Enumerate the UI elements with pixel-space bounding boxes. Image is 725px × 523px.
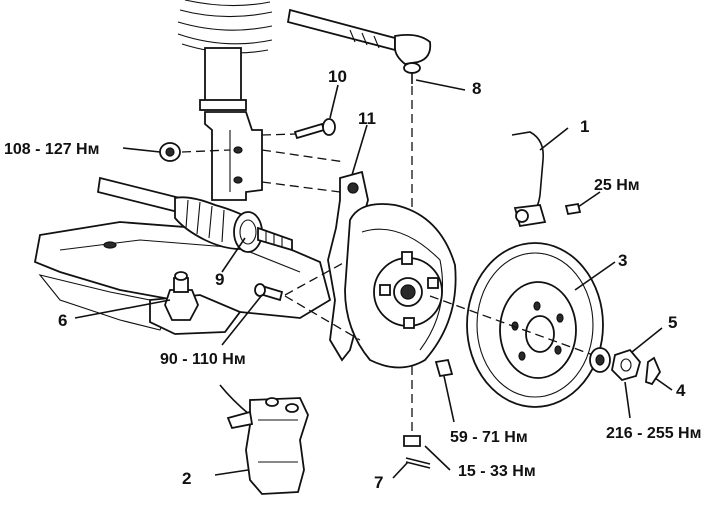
tie-rod (286, 8, 432, 84)
strut-spring-assembly (177, 0, 273, 201)
hub-and-dust-shield (344, 203, 457, 369)
callout-7: 7 (374, 473, 383, 492)
torque-caliper-bolt: 90 - 110 Нм (160, 351, 246, 368)
callout-5: 5 (668, 313, 677, 332)
torque-hub-nut: 216 - 255 Нм (606, 425, 701, 442)
torque-knuckle-nut: 59 - 71 Нм (450, 429, 528, 446)
abs-sensor (511, 131, 582, 228)
ball-joint (164, 271, 199, 321)
callout-2: 2 (182, 469, 191, 488)
callout-11: 11 (358, 109, 376, 128)
strut-bolt (293, 118, 336, 140)
callout-8: 8 (472, 79, 481, 98)
brake-caliper (219, 384, 309, 495)
leader-lines (74, 79, 673, 479)
callout-1: 1 (580, 117, 589, 136)
callout-4: 4 (676, 381, 686, 400)
hub-nut-assembly (589, 347, 662, 386)
drive-shaft (96, 176, 293, 253)
torque-tie-rod-nut: 15 - 33 Нм (458, 463, 536, 480)
callout-3: 3 (618, 251, 627, 270)
torque-abs-bolt: 25 Нм (594, 177, 640, 194)
callout-10: 10 (328, 67, 347, 86)
callout-9: 9 (215, 270, 224, 289)
callout-6: 6 (58, 311, 67, 330)
knuckle-nut (434, 358, 454, 378)
strut-nut (159, 142, 181, 162)
brake-disc (466, 242, 604, 408)
torque-strut-nut: 108 - 127 Нм (4, 141, 99, 158)
cotter-pin (403, 435, 431, 469)
caliper-bolt (254, 283, 284, 302)
